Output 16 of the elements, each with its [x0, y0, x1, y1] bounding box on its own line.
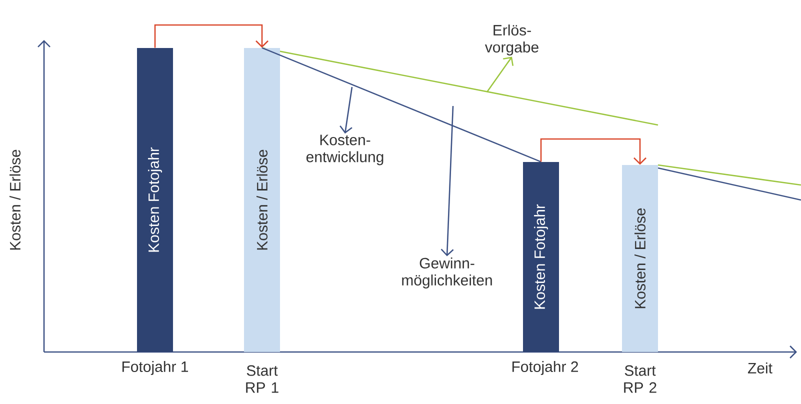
bar: Kosten / Erlöse — [622, 165, 658, 352]
tick-label: Fotojahr 2 — [512, 361, 578, 375]
arrow — [540, 138, 646, 165]
arrow — [154, 24, 268, 48]
axis-label: Kosten / Erlöse — [10, 150, 21, 250]
axis-label: Zeit — [748, 362, 772, 374]
annotation-text: Erlös- vorgabe — [484, 24, 538, 56]
pointer-arrow — [440, 106, 454, 256]
pointer-arrow — [486, 56, 514, 92]
annotation-text: Kosten- entwicklung — [306, 134, 384, 166]
bar: Kosten Fotojahr — [137, 48, 173, 352]
line — [262, 47, 542, 162]
bar: Kosten Fotojahr — [523, 162, 559, 352]
pointer-arrow — [340, 86, 353, 134]
annotation-text: Gewinn- möglichkeiten — [402, 258, 492, 288]
bar: Kosten / Erlöse — [244, 48, 280, 352]
